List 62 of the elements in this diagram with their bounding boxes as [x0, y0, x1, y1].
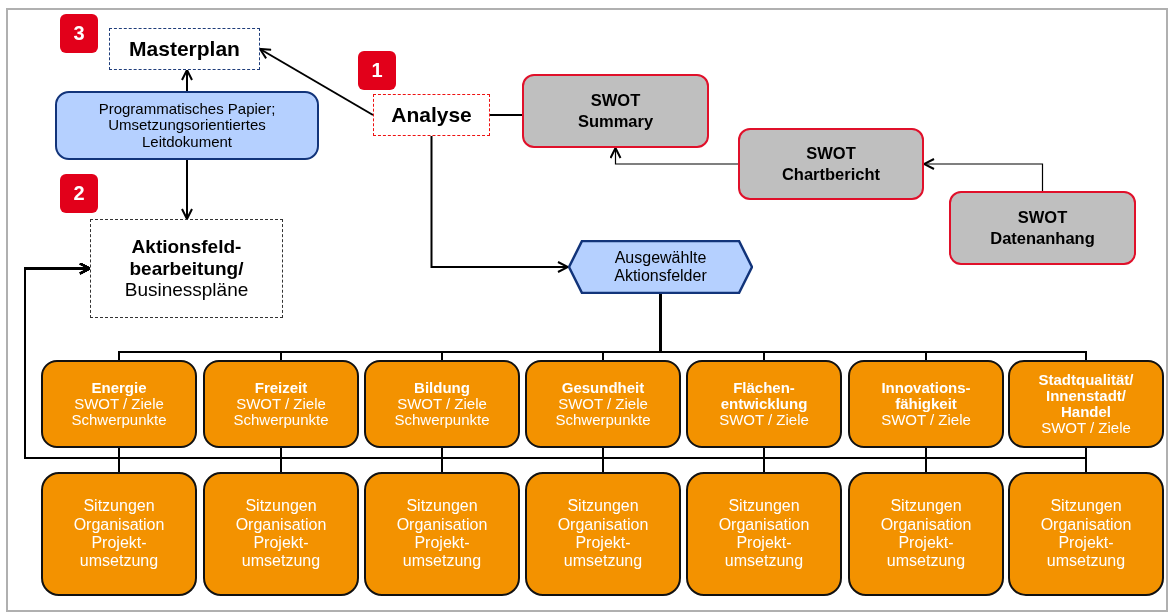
task-box	[203, 472, 359, 596]
task-box	[848, 472, 1004, 596]
arrow	[259, 48, 374, 116]
node-title: Aktionsfeld- bearbeitung/	[128, 235, 245, 280]
connector-line	[489, 114, 523, 116]
node-title: Flächen- entwicklung	[719, 379, 809, 413]
document-box	[55, 91, 319, 160]
node-detail: SWOT / Ziele	[1040, 420, 1132, 437]
node-title: Programmatisches Papier; Umsetzungsorientiertes Leitdokument	[97, 100, 277, 151]
node-title: Masterplan	[128, 36, 241, 62]
report-box	[522, 74, 709, 148]
report-box	[949, 191, 1136, 265]
callout-number: 3	[60, 14, 98, 53]
node-title: Stadtqualität/ Innenstadt/ Handel	[1037, 371, 1135, 421]
node-title: Gesundheit	[560, 379, 646, 396]
action-field-box	[41, 360, 197, 448]
action-field-box	[686, 360, 842, 448]
callout-number: 1	[358, 51, 396, 90]
plan-box	[109, 28, 260, 70]
analysis-box	[373, 94, 490, 136]
arrow	[181, 159, 193, 220]
node-title: Sitzungen Organisation Projekt- umsetzung	[395, 497, 489, 571]
node-title: Freizeit	[253, 379, 309, 396]
task-box	[1008, 472, 1164, 596]
task-box	[525, 472, 681, 596]
hexagon-node	[568, 240, 753, 294]
node-detail: SWOT / Ziele Schwerpunkte	[393, 395, 491, 429]
node-detail: SWOT / Ziele Schwerpunkte	[232, 395, 330, 429]
arrow	[181, 69, 193, 92]
report-box	[738, 128, 924, 200]
node-title: Analyse	[390, 102, 473, 128]
arrow	[923, 158, 1044, 192]
task-box	[364, 472, 520, 596]
arrow	[609, 147, 739, 165]
task-box	[41, 472, 197, 596]
node-title: SWOT Summary	[576, 89, 655, 132]
action-field-box	[203, 360, 359, 448]
action-field-box	[848, 360, 1004, 448]
task-box	[686, 472, 842, 596]
node-title: SWOT Chartbericht	[780, 142, 882, 185]
node-title: Sitzungen Organisation Projekt- umsetzung	[1039, 497, 1133, 571]
action-field-box	[525, 360, 681, 448]
node-title: Energie	[90, 379, 148, 396]
node-detail: SWOT / Ziele	[880, 412, 972, 429]
node-detail: SWOT / Ziele Schwerpunkte	[554, 395, 652, 429]
node-title: SWOT Datenanhang	[989, 206, 1096, 249]
node-title: Sitzungen Organisation Projekt- umsetzung	[879, 497, 973, 571]
node-detail: Businesspläne	[123, 279, 250, 302]
node-title: Sitzungen Organisation Projekt- umsetzung	[72, 497, 166, 571]
node-title: Bildung	[413, 379, 471, 396]
action-field-box	[364, 360, 520, 448]
arrow	[430, 135, 569, 273]
node-title: Innovations- fähigkeit	[880, 379, 972, 413]
node-title: Sitzungen Organisation Projekt- umsetzung	[717, 497, 811, 571]
callout-number: 2	[60, 174, 98, 213]
action-field-box	[1008, 360, 1164, 448]
node-detail: SWOT / Ziele	[718, 412, 810, 429]
work-box	[90, 219, 283, 318]
node-title: Ausgewählte Aktionsfelder	[613, 248, 708, 286]
node-detail: SWOT / Ziele Schwerpunkte	[70, 395, 168, 429]
node-title: Sitzungen Organisation Projekt- umsetzung	[556, 497, 650, 571]
node-title: Sitzungen Organisation Projekt- umsetzung	[234, 497, 328, 571]
